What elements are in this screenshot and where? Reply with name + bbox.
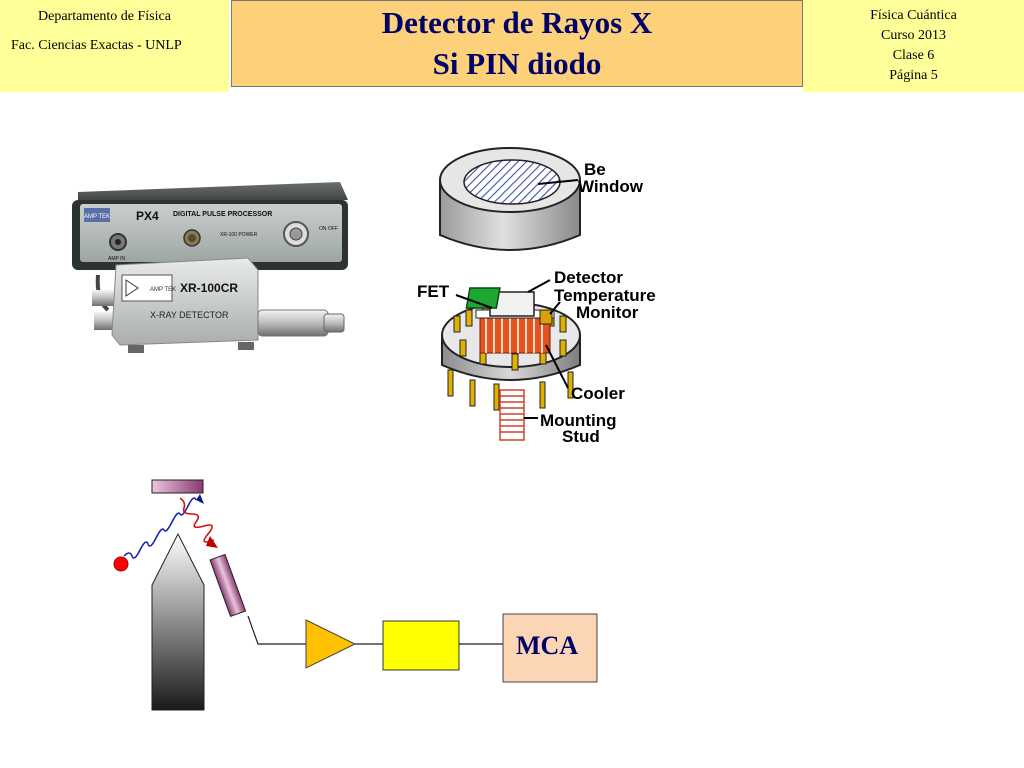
be-window-label-2: Window	[578, 177, 643, 196]
px4-amp-in: AMP IN	[108, 256, 126, 262]
px4-onoff: ON OFF	[319, 226, 338, 232]
px4-caption: DIGITAL PULSE PROCESSOR	[173, 211, 272, 218]
px4-xr-power: XR-100 POWER	[220, 232, 258, 238]
slide-subtitle: Si PIN diodo	[432, 46, 602, 81]
slide-title-panel: Detector de Rayos X Si PIN diodo	[231, 0, 803, 87]
mca-box	[502, 613, 598, 683]
incident-wave	[123, 497, 197, 559]
detector-assembly-diagram	[439, 147, 581, 441]
monitor-label: Monitor	[576, 303, 639, 322]
fluorescence-schematic	[113, 479, 598, 711]
mca-label: MCA	[516, 631, 579, 660]
temperature-monitor-icon	[539, 309, 553, 325]
stud-label: Stud	[562, 427, 600, 446]
detector-chip	[465, 287, 501, 309]
mounting-label: Mounting	[540, 411, 617, 430]
px4-brand: AMP TEK	[84, 214, 110, 220]
xr-logo-box	[121, 274, 173, 302]
xr-model: XR-100CR	[180, 281, 238, 295]
course-name: Física Cuántica	[870, 8, 957, 23]
px4-front-panel	[80, 204, 342, 262]
fet-label: FET	[417, 282, 450, 301]
sample-bar	[151, 479, 204, 494]
header-left-panel: Departamento de Física Fac. Ciencias Exa…	[0, 0, 229, 92]
class-number: Clase 6	[892, 48, 935, 63]
xr-left-connector	[92, 290, 118, 306]
slide-title: Detector de Rayos X	[381, 5, 653, 40]
source-dot-icon	[113, 556, 129, 572]
si-pin-detector	[209, 553, 247, 618]
header-right-panel: Física Cuántica Curso 2013 Clase 6 Págin…	[803, 0, 1024, 92]
page-number: Página 5	[889, 68, 938, 83]
temperature-label: Temperature	[554, 286, 656, 305]
course-year: Curso 2013	[881, 28, 946, 43]
shaping-box	[382, 620, 460, 671]
px4-model: PX4	[136, 209, 159, 223]
amplifier-triangle	[305, 619, 357, 669]
xr-brand: AMP TEK	[150, 287, 176, 293]
amptek-logo-box	[84, 208, 110, 222]
department-label: Departamento de Física	[38, 9, 171, 24]
faculty-label: Fac. Ciencias Exactas - UNLP	[11, 38, 182, 53]
fluorescence-arrow-icon	[206, 536, 218, 548]
xr-snout	[257, 309, 329, 337]
fluorescence-wave	[179, 497, 215, 543]
xr-caption: X-RAY DETECTOR	[150, 310, 229, 320]
be-window-icon	[463, 159, 561, 205]
be-window-label-1: Be	[584, 160, 606, 179]
incident-arrow-icon	[196, 494, 204, 504]
detector-wire	[247, 615, 306, 645]
detector-label: Detector	[554, 268, 623, 287]
x-ray-tube	[151, 532, 205, 711]
cooler-label: Cooler	[571, 384, 625, 403]
detector-photo: AMP TEK PX4 DIGITAL PULSE PROCESSOR AMP …	[72, 182, 348, 353]
